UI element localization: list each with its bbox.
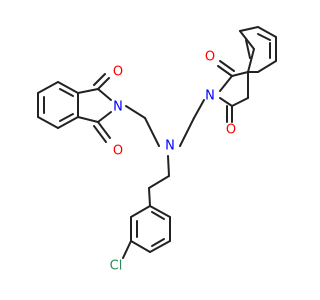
structure-canvas: O O O O N N N Cl: [37, 26, 277, 274]
bond: [148, 175, 170, 189]
bond: [130, 205, 151, 218]
bond: [57, 81, 79, 94]
bond: [149, 240, 171, 253]
bond: [151, 238, 165, 247]
bond: [257, 60, 277, 73]
bond: [179, 117, 195, 147]
bond: [57, 116, 79, 129]
bond: [93, 73, 106, 86]
bond: [231, 97, 249, 107]
bond: [97, 111, 112, 123]
nitrogen-atom-label: N: [165, 139, 175, 154]
bond: [97, 121, 111, 139]
bond: [37, 81, 59, 94]
bond: [59, 113, 74, 122]
bond: [148, 187, 151, 207]
bond: [59, 88, 74, 97]
bond: [130, 240, 151, 253]
bond: [257, 26, 277, 38]
nitrogen-atom-label: N: [113, 100, 123, 115]
bond: [77, 88, 99, 94]
chlorine-atom-label: Cl: [110, 259, 123, 274]
oxygen-atom-label: O: [113, 144, 123, 159]
bond: [219, 97, 233, 107]
bond: [245, 39, 251, 59]
bond: [93, 125, 107, 143]
bond: [257, 33, 271, 41]
bond: [125, 105, 146, 119]
bond: [97, 77, 110, 90]
nitrogen-atom-label: N: [205, 89, 215, 104]
bond: [97, 88, 112, 101]
bond: [193, 99, 205, 119]
bond: [219, 75, 233, 92]
oxygen-atom-label: O: [113, 65, 123, 80]
bond: [149, 205, 171, 218]
oxygen-atom-label: O: [205, 50, 215, 65]
bond: [231, 71, 249, 77]
bond: [37, 116, 59, 129]
oxygen-atom-label: O: [226, 123, 236, 138]
bond: [219, 60, 235, 72]
bond: [144, 117, 160, 147]
bond: [239, 26, 259, 32]
molecule-diagram: O O O O N N N Cl: [37, 26, 277, 274]
bond: [217, 65, 233, 77]
bond: [247, 48, 255, 73]
bond: [167, 155, 170, 177]
bond: [122, 240, 132, 259]
bond: [77, 116, 99, 123]
bond: [151, 211, 165, 220]
